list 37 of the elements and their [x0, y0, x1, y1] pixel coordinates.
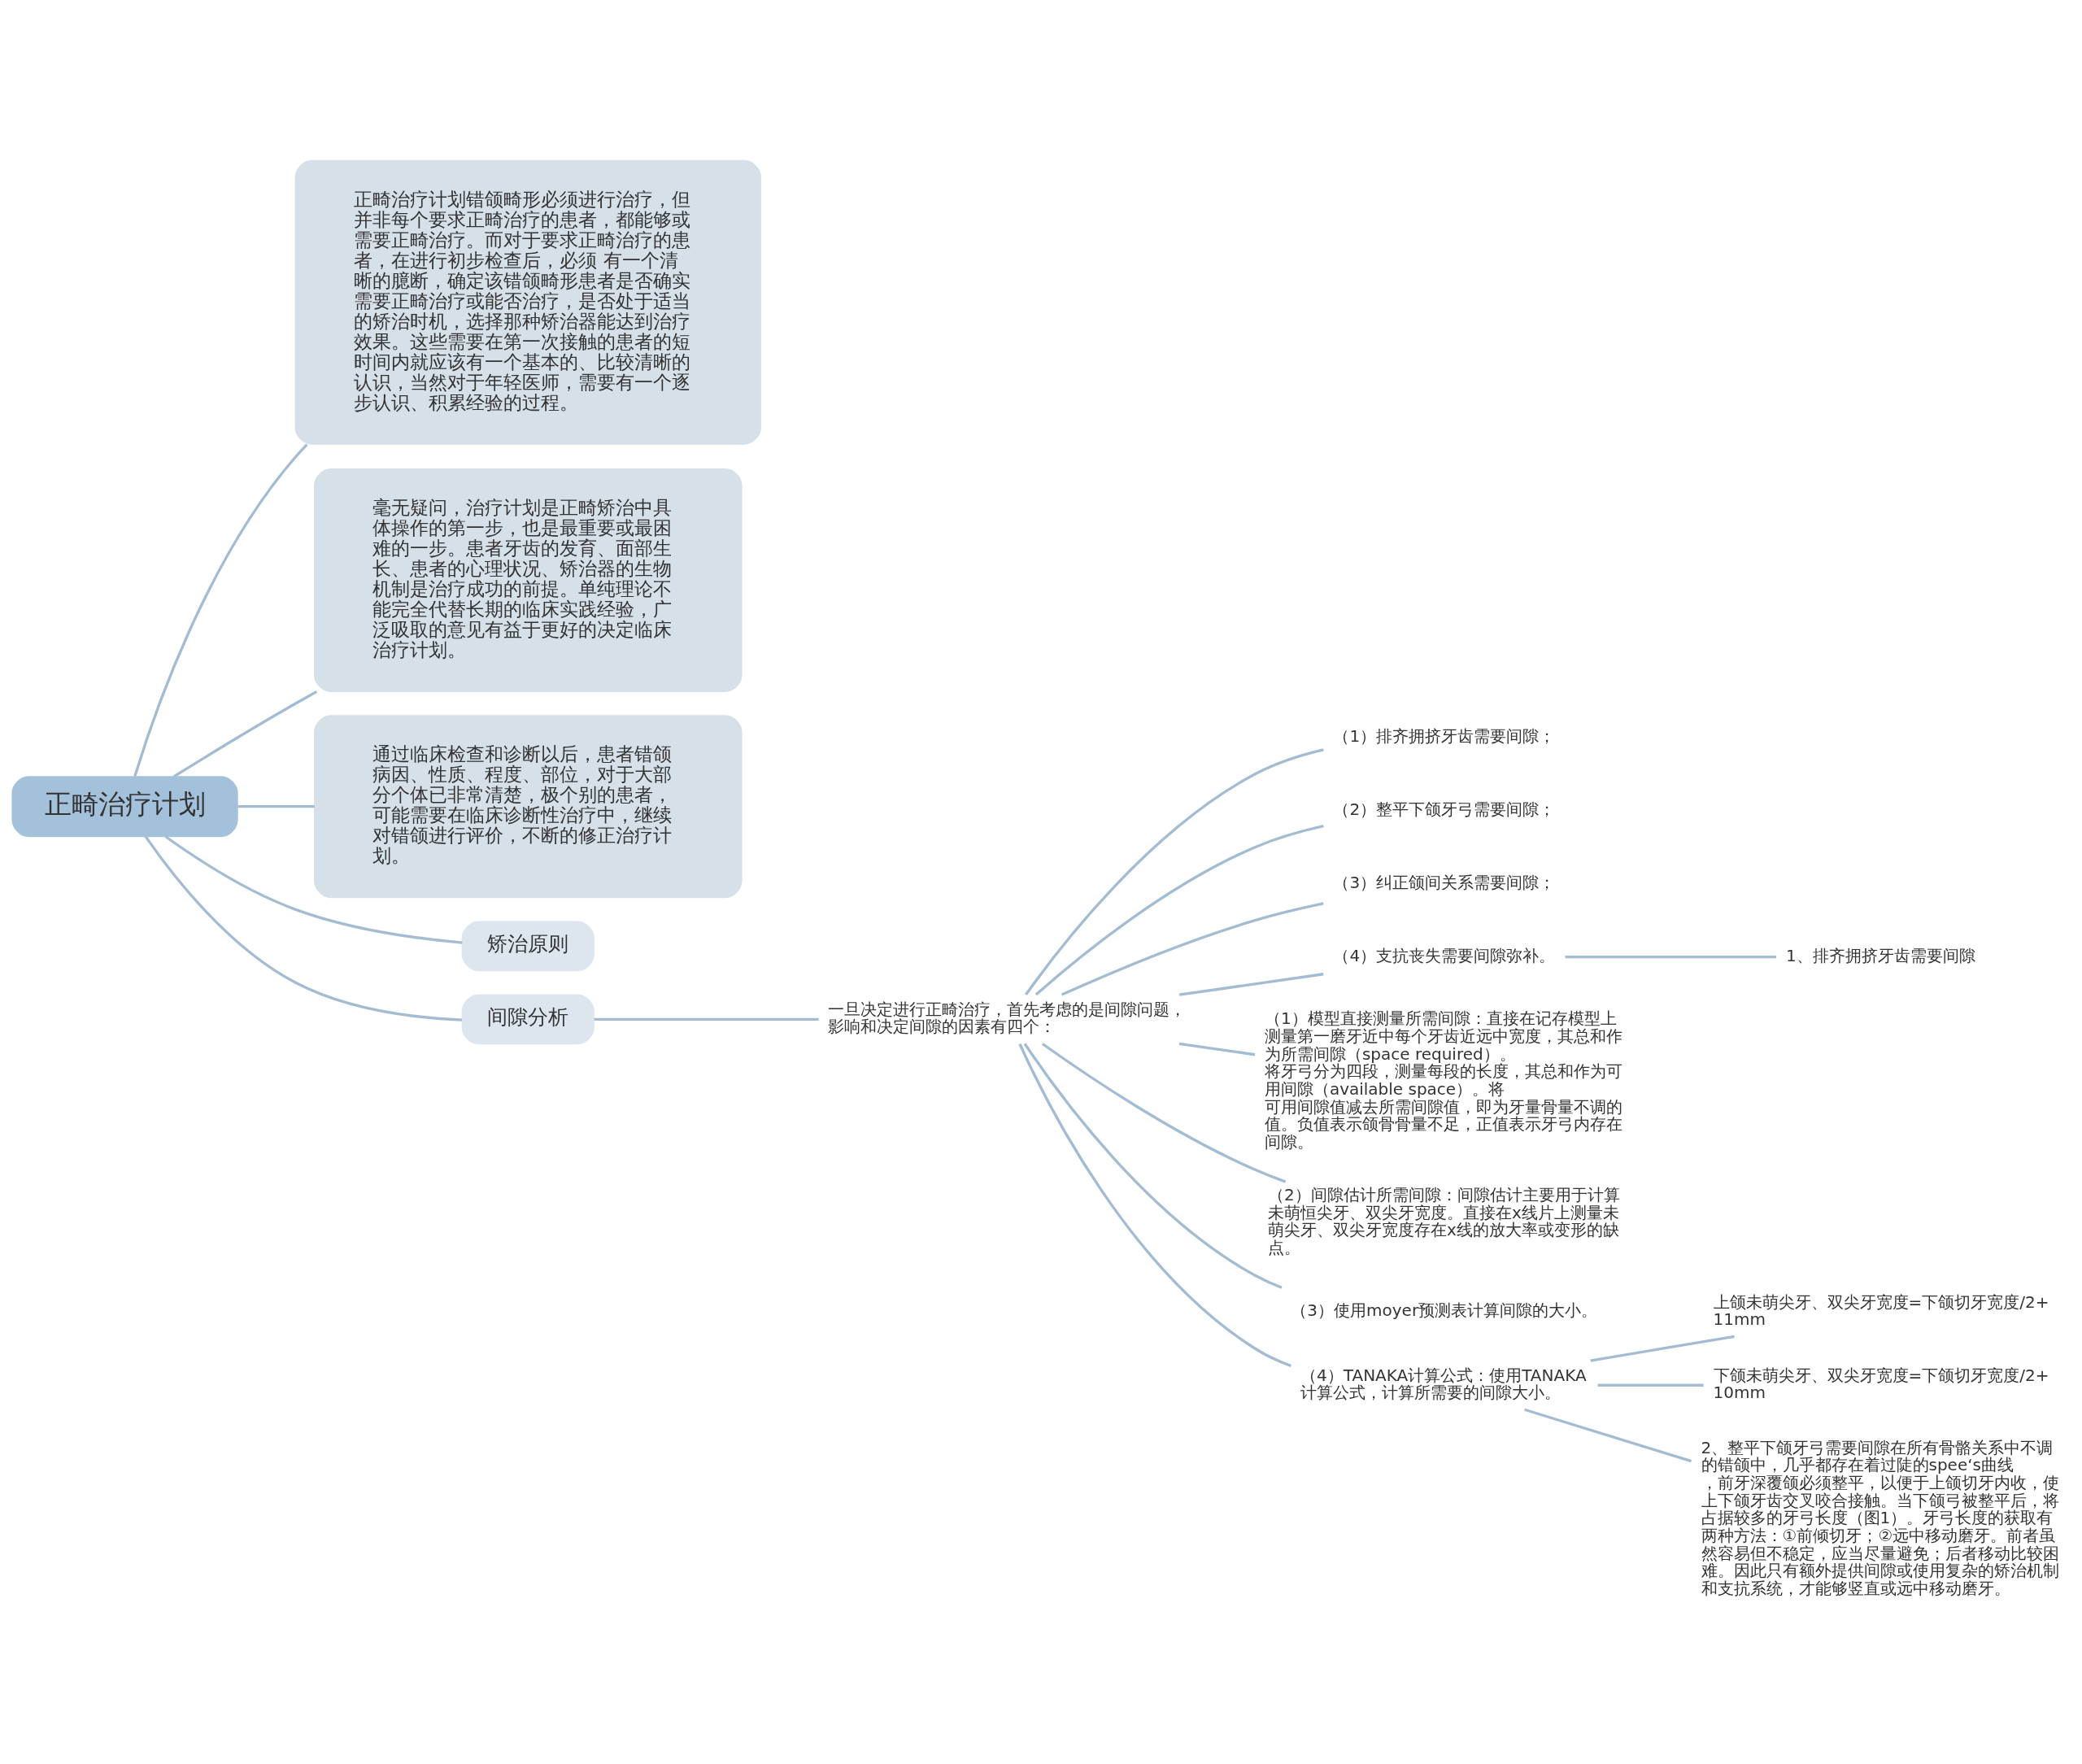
node-text: 1、排齐拥挤牙齿需要间隙	[1785, 945, 1975, 965]
node-text: （1）排齐拥挤牙齿需要间隙；	[1333, 725, 1556, 746]
connector	[1597, 1383, 1704, 1387]
node-box: 毫无疑问，治疗计划是正畸矫治中具体操作的第一步，也是最重要或最困难的一步。患者牙齿的发育、面部生长、患者的心理状况、矫治器的生物机制是治疗成功的前提。单纯理论不能完全代替长期的临床实践经验，广泛吸取的意见有益于更好的决定临床治疗计划。	[314, 468, 743, 692]
node-text: （2）整平下颌牙弓需要间隙；	[1333, 799, 1556, 819]
connector	[1025, 747, 1324, 995]
connector	[1565, 955, 1776, 958]
connector	[133, 442, 308, 777]
node-text: （3）使用moyer预测表计算间隙的大小。	[1291, 1300, 1598, 1320]
node-text: 一旦决定进行正畸治疗，首先考虑的是间隙问题，影响和决定间隙的因素有四个：	[828, 999, 1187, 1036]
connector	[237, 804, 315, 808]
connector	[1178, 972, 1324, 996]
connector	[1018, 1043, 1291, 1367]
connector	[164, 834, 463, 944]
node-box: 正畸治疗计划错颌畸形必须进行治疗，但并非每个要求正畸治疗的患者，都能够或需要正畸治疗。而对于要求正畸治疗的患者，在进行初步检查后，必须 有一个清晰的臆断，确定该错颌畸形患者是否确实需要正畸治疗或能否治疗，是否处于适当的矫治时机，选择那种矫治器能达到治疗效果。这些需要在第一次接触的患者的短时间内就应该有一个基本的、比较清晰的认识，当然对于年轻医师，需要有一个逐步认识、积累经验的过程。	[294, 159, 761, 445]
connector	[594, 1017, 819, 1021]
node-box: 矫治原则	[461, 921, 595, 971]
connector	[1041, 1042, 1287, 1183]
connector	[1023, 1042, 1283, 1289]
node-text: （4）TANAKA计算公式：使用TANAKA计算公式，计算所需要的间隙大小。	[1300, 1365, 1587, 1402]
node-text: （3）纠正颌间关系需要间隙；	[1333, 872, 1556, 892]
connector	[1524, 1408, 1692, 1462]
connector	[1178, 1042, 1256, 1056]
connector	[173, 690, 318, 777]
node-box: 间隙分析	[461, 993, 595, 1044]
node-box: 正畸治疗计划	[11, 775, 238, 837]
connector	[1061, 901, 1324, 996]
connector	[144, 835, 463, 1021]
node-text: （4）支抗丧失需要间隙弥补。	[1333, 945, 1556, 965]
node-text: 2、整平下颌牙弓需要间隙在所有骨骼关系中不调的错颌中，几乎都存在着过陡的spee‘s曲线，前牙深覆颌必须整平，以便于上颌切牙内收，使上下颌牙齿交叉咬合接触。当下颌弓被整平后，将占据较多的牙弓长度（图1）。牙弓长度的获取有两种方法：①前倾切牙；②远中移动磨牙。前者虽然容易但不稳定，应当尽量避免；后者移动比较困难。因此只有额外提供间隙或使用复杂的矫治机制和支抗系统，才能够竖直或远中移动磨牙。	[1701, 1437, 2059, 1598]
node-text: 上颌未萌尖牙、双尖牙宽度=下颌切牙宽度/2+11mm	[1713, 1291, 2049, 1329]
connector	[1034, 824, 1324, 995]
node-text: （1）模型直接测量所需间隙：直接在记存模型上测量第一磨牙近中每个牙齿近远中宽度，其总和作为所需间隙（space required）。将牙弓分为四段，测量每段的长度，其总和作为可用间隙（available space）。将可用间隙值减去所需间隙值，即为牙量骨量不调的值。负值表示颌骨骨量不足，正值表示牙弓内存在间隙。	[1264, 1008, 1622, 1152]
node-text: （2）间隙估计所需间隙：间隙估计主要用于计算未萌恒尖牙、双尖牙宽度。直接在x线片上测量未萌尖牙、双尖牙宽度存在x线的放大率或变形的缺点。	[1268, 1184, 1620, 1257]
connector	[1590, 1335, 1735, 1362]
node-box: 通过临床检查和诊断以后，患者错颌病因、性质、程度、部位，对于大部分个体已非常清楚，极个别的患者，可能需要在临床诊断性治疗中，继续对错颌进行评价，不断的修正治疗计划。	[314, 714, 743, 898]
node-text: 下颌未萌尖牙、双尖牙宽度=下颌切牙宽度/2+10mm	[1713, 1365, 2049, 1402]
